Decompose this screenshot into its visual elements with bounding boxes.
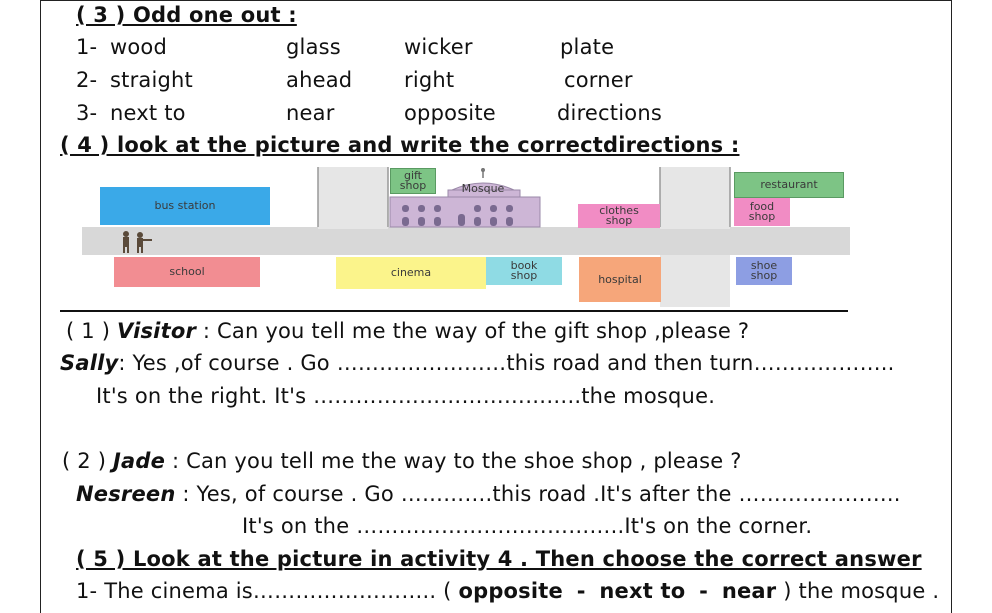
q1-number: ( 1 ) — [66, 319, 111, 343]
main-road — [82, 227, 850, 255]
side-road-lower — [660, 255, 730, 307]
row2-word-d: corner — [564, 68, 633, 92]
q1-line2: Sally: Yes ,of course . Go ……………………this … — [60, 350, 895, 376]
row3-word-d: directions — [557, 101, 662, 125]
row2-number: 2- — [76, 68, 98, 92]
q1-question: : Can you tell me the way of the gift sh… — [202, 319, 750, 343]
option-separator-1: - — [576, 579, 586, 603]
mosque-label: Mosque — [461, 182, 505, 195]
divider-line — [60, 310, 848, 312]
q1-speaker-sally: Sally — [60, 351, 119, 375]
option-next-to: next to — [599, 579, 686, 603]
section5-q1: 1- The cinema is…………………….. ( opposite - … — [76, 578, 939, 604]
option-opposite: opposite — [458, 579, 563, 603]
section4-title: ( 4 ) look at the picture and write the … — [60, 133, 740, 157]
q1-line1: ( 1 ) Visitor : Can you tell me the way … — [66, 318, 749, 344]
street-map-graphic — [82, 167, 850, 307]
row3-word-a: next to — [110, 101, 186, 125]
section3-title: ( 3 ) Odd one out : — [76, 3, 297, 27]
q2-line2: Nesreen : Yes, of course . Go ………….this … — [76, 481, 901, 507]
worksheet-frame — [40, 0, 952, 613]
row2-word-c: right — [404, 68, 455, 92]
row1-word-a: wood — [110, 35, 168, 59]
cinema-building: cinema — [336, 257, 486, 289]
q2-line3: It's on the ………………………………..It's on the co… — [242, 514, 813, 538]
restaurant-building: restaurant — [734, 172, 844, 198]
q5-suffix: ) the mosque . — [783, 579, 940, 603]
option-near: near — [721, 579, 777, 603]
row2-word-a: straight — [110, 68, 193, 92]
q2-question: : Can you tell me the way to the shoe sh… — [171, 449, 742, 473]
row1-word-c: wicker — [404, 35, 473, 59]
q1-answer: : Yes ,of course . Go ……………………this road … — [118, 351, 895, 375]
q2-number: ( 2 ) — [62, 449, 107, 473]
q1-line3: It's on the right. It's ………………………………..th… — [96, 384, 716, 408]
q2-answer: : Yes, of course . Go ………….this road .It… — [182, 482, 901, 506]
q1-speaker-visitor: Visitor — [117, 319, 197, 343]
row1-word-b: glass — [286, 35, 341, 59]
q5-prefix: 1- The cinema is…………………….. ( — [76, 579, 452, 603]
option-separator-2: - — [699, 579, 709, 603]
pedestrians-icon — [123, 231, 152, 253]
q2-line1: ( 2 ) Jade : Can you tell me the way to … — [62, 448, 742, 474]
bus-station-building: bus station — [100, 187, 270, 225]
q2-speaker-jade: Jade — [113, 449, 166, 473]
hospital-building: hospital — [579, 257, 661, 302]
side-road-right — [660, 167, 730, 229]
row2-word-b: ahead — [286, 68, 353, 92]
school-building: school — [114, 257, 260, 287]
q2-speaker-nesreen: Nesreen — [76, 482, 176, 506]
row3-word-c: opposite — [404, 101, 496, 125]
side-road-left — [318, 167, 388, 229]
row1-number: 1- — [76, 35, 98, 59]
row3-number: 3- — [76, 101, 98, 125]
row1-word-d: plate — [560, 35, 615, 59]
row3-word-b: near — [286, 101, 335, 125]
section5-title: ( 5 ) Look at the picture in activity 4 … — [76, 547, 922, 571]
